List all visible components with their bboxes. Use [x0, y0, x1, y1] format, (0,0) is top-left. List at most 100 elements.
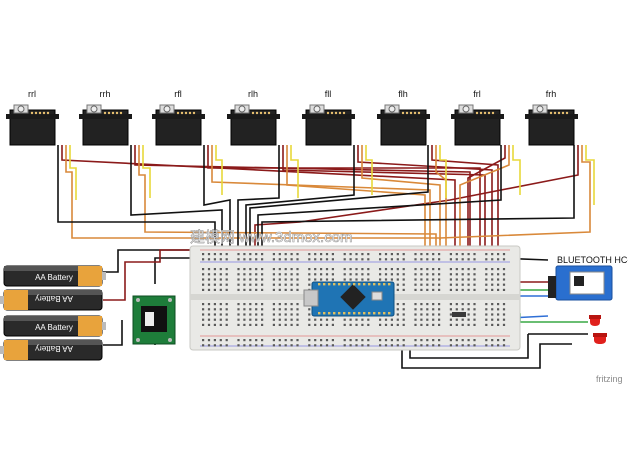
hole	[384, 258, 388, 261]
hole	[485, 323, 488, 326]
hole	[461, 283, 464, 286]
hole	[390, 323, 393, 326]
hole	[379, 268, 382, 271]
pin	[343, 283, 346, 286]
hole	[255, 339, 258, 342]
hole	[261, 273, 264, 276]
hole	[278, 344, 281, 347]
hole	[278, 253, 281, 256]
hole	[290, 303, 293, 306]
hole	[314, 253, 317, 256]
hole	[420, 288, 423, 291]
hole	[314, 344, 317, 347]
hole	[379, 273, 382, 276]
hole	[290, 273, 293, 276]
hole	[414, 288, 417, 291]
hole	[414, 339, 417, 342]
hole	[255, 283, 258, 286]
hole	[331, 318, 334, 321]
hole	[349, 253, 352, 256]
hole	[426, 253, 429, 256]
hole	[202, 339, 205, 342]
hole	[237, 323, 240, 326]
hole	[497, 318, 500, 321]
hole	[325, 344, 329, 347]
hole	[485, 318, 488, 321]
battery-highlight	[4, 340, 102, 345]
hole	[449, 273, 452, 276]
hole	[449, 288, 452, 291]
pin	[353, 312, 356, 315]
hole	[249, 253, 252, 256]
hole	[396, 258, 399, 261]
hole	[296, 273, 299, 276]
hole	[325, 268, 329, 271]
pin	[368, 283, 371, 286]
hole	[207, 283, 211, 286]
servo-rlh: rlh	[227, 89, 280, 146]
hole	[420, 318, 423, 321]
hole	[402, 323, 405, 326]
hole	[396, 303, 399, 306]
hole	[331, 278, 334, 281]
hole	[320, 323, 323, 326]
hole	[379, 323, 382, 326]
hole	[213, 258, 216, 261]
hole	[296, 313, 299, 316]
leds	[589, 315, 607, 344]
hole	[426, 283, 429, 286]
hole	[491, 339, 494, 342]
servo-fll: fll	[302, 89, 355, 146]
hole	[219, 273, 222, 276]
hole	[237, 288, 240, 291]
hole	[314, 258, 317, 261]
hole	[473, 318, 476, 321]
servo-label: fll	[325, 89, 332, 99]
hole	[308, 253, 311, 256]
hole	[473, 273, 476, 276]
hole	[367, 344, 370, 347]
hole	[414, 313, 417, 316]
pin	[328, 283, 331, 286]
hole	[491, 323, 494, 326]
servo-detail	[188, 111, 192, 115]
hole	[497, 278, 500, 281]
hole	[420, 308, 423, 311]
hole	[213, 323, 216, 326]
hole	[219, 344, 222, 347]
hole	[290, 318, 293, 321]
hole	[284, 344, 287, 347]
hole	[473, 308, 476, 311]
pin	[318, 283, 321, 286]
hole	[207, 278, 211, 281]
hole	[272, 339, 275, 342]
hole	[485, 278, 488, 281]
hole	[432, 344, 435, 347]
hole	[355, 278, 358, 281]
servo-detail	[409, 111, 413, 115]
hole	[491, 308, 494, 311]
servo-detail	[475, 111, 479, 115]
hole	[243, 283, 246, 286]
hole	[467, 323, 470, 326]
pin	[388, 312, 391, 315]
watermark: 建模网 www.3dmox.com	[190, 229, 353, 246]
hole	[237, 308, 240, 311]
hole	[461, 303, 464, 306]
hole	[502, 303, 506, 306]
hole	[207, 258, 211, 261]
servo-horn-hub	[90, 105, 98, 113]
servo-label: rrl	[28, 89, 36, 99]
hole	[379, 253, 382, 256]
hole	[355, 273, 358, 276]
servo-detail	[405, 111, 409, 115]
servo-detail	[176, 111, 180, 115]
hole	[237, 278, 240, 281]
hole	[414, 268, 417, 271]
hole	[502, 283, 506, 286]
hole	[461, 308, 464, 311]
hole	[243, 339, 246, 342]
hole	[355, 253, 358, 256]
hole	[455, 323, 458, 326]
hole	[331, 273, 334, 276]
